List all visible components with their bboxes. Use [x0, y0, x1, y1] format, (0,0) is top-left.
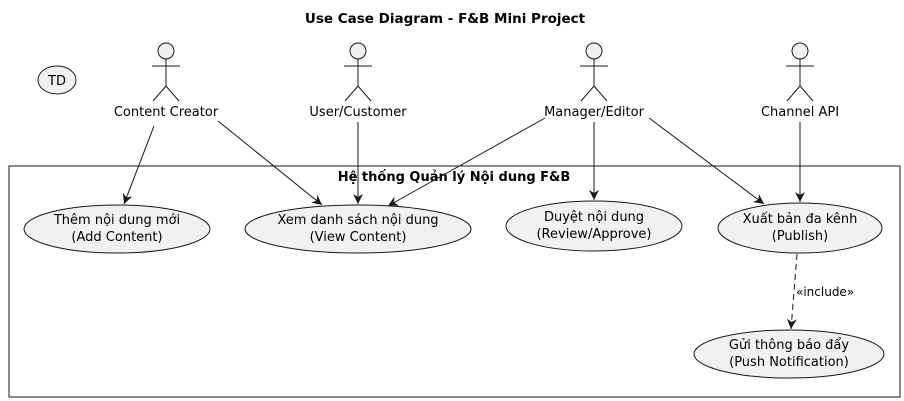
actor-content-creator: Content Creator — [114, 42, 219, 120]
actor-channel-api-label: Channel API — [761, 105, 839, 120]
usecase-review: Duyệt nội dung (Review/Approve) — [505, 200, 683, 252]
td-node: TD — [37, 65, 77, 95]
usecase-publish-line1: Xuất bản đa kênh — [743, 212, 858, 227]
diagram-title: Use Case Diagram - F&B Mini Project — [305, 11, 586, 27]
include-publish-push — [786, 253, 798, 330]
assoc-creator-add — [122, 125, 155, 205]
usecase-push-line2: (Push Notification) — [729, 355, 849, 370]
actor-manager-editor-label: Manager/Editor — [544, 105, 644, 120]
actor-channel-api: Channel API — [761, 42, 839, 120]
usecase-add-content-line2: (Add Content) — [71, 230, 162, 245]
usecase-push-line1: Gửi thông báo đẩy — [729, 338, 849, 353]
assoc-manager-publish — [648, 117, 765, 205]
system-name: Hệ thống Quản lý Nội dung F&B — [338, 170, 571, 185]
usecase-view-content-line2: (View Content) — [310, 230, 407, 245]
usecase-view-content-line1: Xem danh sách nội dung — [277, 213, 438, 228]
td-node-label: TD — [47, 74, 66, 89]
usecase-add-content-line1: Thêm nội dung mới — [53, 213, 180, 228]
usecase-push-notification: Gửi thông báo đẩy (Push Notification) — [693, 329, 885, 379]
include-label: «include» — [796, 285, 854, 299]
actor-content-creator-label: Content Creator — [114, 105, 219, 120]
usecase-add-content: Thêm nội dung mới (Add Content) — [23, 204, 211, 254]
system-boundary: Hệ thống Quản lý Nội dung F&B — [8, 165, 901, 398]
actor-manager-editor: Manager/Editor — [544, 42, 645, 120]
usecase-review-line1: Duyệt nội dung — [544, 210, 644, 225]
usecase-view-content: Xem danh sách nội dung (View Content) — [244, 204, 472, 254]
assoc-manager-view — [387, 117, 546, 207]
actor-user-customer: User/Customer — [309, 42, 407, 120]
usecase-publish: Xuất bản đa kênh (Publish) — [717, 202, 883, 254]
usecase-publish-line2: (Publish) — [772, 229, 828, 244]
actor-user-customer-label: User/Customer — [309, 105, 407, 120]
assoc-creator-view — [217, 120, 323, 206]
usecase-review-line2: (Review/Approve) — [536, 227, 651, 242]
